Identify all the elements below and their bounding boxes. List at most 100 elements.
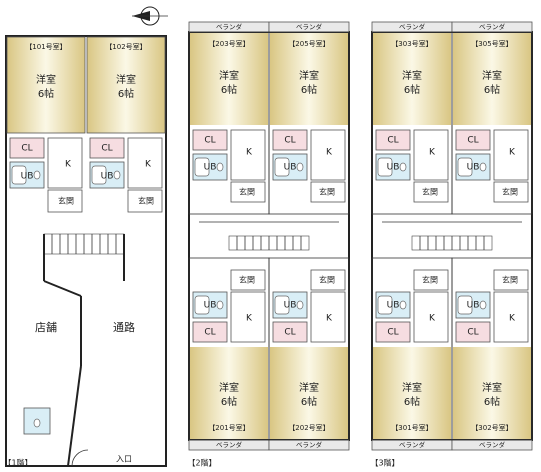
entry-label: 入口	[116, 455, 132, 464]
room-area	[453, 347, 531, 439]
bathtub	[377, 157, 393, 177]
balcony-label: ベランダ	[399, 22, 426, 31]
toilet-icon	[479, 162, 487, 172]
unit-outline	[268, 31, 350, 215]
room-size: 6帖	[484, 83, 500, 96]
bath-label: UB	[101, 172, 114, 182]
room-type: 洋室	[36, 73, 56, 86]
closet	[375, 321, 411, 343]
bathtub	[194, 157, 210, 177]
room-area	[270, 347, 348, 439]
entrance	[413, 269, 449, 291]
room-type: 洋室	[482, 69, 502, 82]
toilet-icon	[216, 300, 224, 310]
closet-label: CL	[387, 328, 398, 338]
door-swing	[71, 449, 89, 467]
entrance	[493, 181, 529, 203]
entrance	[310, 181, 346, 203]
floor-label: 【3階】	[370, 458, 399, 468]
toilet-icon	[479, 300, 487, 310]
room-number: 【203号室】	[208, 39, 249, 48]
room-type: 洋室	[402, 381, 422, 394]
balcony-label: ベランダ	[399, 440, 426, 449]
closet	[192, 321, 228, 343]
room-type: 洋室	[219, 69, 239, 82]
passage-label: 通路	[113, 321, 135, 334]
room-size: 6帖	[38, 87, 54, 100]
room-area	[190, 33, 268, 125]
room-area	[86, 36, 166, 134]
room-size: 6帖	[404, 395, 420, 408]
bathtub	[274, 157, 290, 177]
bathtub	[194, 295, 210, 315]
room-number: 【305号室】	[471, 39, 512, 48]
room-number: 【301号室】	[391, 423, 432, 432]
room-number: 【102号室】	[105, 42, 146, 51]
balcony-label: ベランダ	[296, 22, 323, 31]
bathtub	[377, 295, 393, 315]
room-area	[453, 33, 531, 125]
shop-wall	[67, 365, 82, 467]
room-size: 6帖	[221, 83, 237, 96]
kitchen-label: K	[246, 148, 253, 158]
room-area	[190, 347, 268, 439]
room-size: 6帖	[404, 83, 420, 96]
closet	[272, 321, 308, 343]
room-size: 6帖	[301, 83, 317, 96]
shop-wall	[43, 280, 82, 297]
kitchen-label: K	[509, 148, 516, 158]
room-type: 洋室	[402, 69, 422, 82]
closet	[89, 137, 125, 159]
balcony-label: ベランダ	[216, 22, 243, 31]
room-number: 【205号室】	[288, 39, 329, 48]
room-type: 洋室	[299, 69, 319, 82]
toilet-icon	[296, 300, 304, 310]
balcony-label: ベランダ	[216, 440, 243, 449]
closet-label: CL	[387, 136, 398, 146]
room-number: 【303号室】	[391, 39, 432, 48]
entrance-label: 玄関	[319, 187, 335, 197]
unit-outline	[451, 31, 533, 215]
floor-1-label: 【1階】	[3, 458, 32, 468]
room-area	[373, 33, 451, 125]
closet	[192, 129, 228, 151]
kitchen	[310, 129, 346, 181]
room-area	[6, 36, 86, 134]
room-number: 【202号室】	[288, 423, 329, 432]
closet	[9, 137, 45, 159]
bathtub	[274, 295, 290, 315]
entrance-label: 玄関	[319, 275, 335, 285]
entrance-label: 玄関	[239, 275, 255, 285]
bath-label: UB	[204, 301, 217, 311]
kitchen-label: K	[65, 160, 72, 170]
closet-label: CL	[467, 136, 478, 146]
room-number: 【201号室】	[208, 423, 249, 432]
entrance-label: 玄関	[422, 275, 438, 285]
shop-label: 店舗	[35, 320, 57, 334]
toilet-icon	[399, 162, 407, 172]
entrance-label: 玄関	[502, 275, 518, 285]
bath-label: UB	[467, 301, 480, 311]
bath-label: UB	[387, 163, 400, 173]
bathtub	[11, 165, 27, 185]
bath-label: UB	[204, 163, 217, 173]
kitchen-label: K	[509, 314, 516, 324]
bath-label: UB	[284, 301, 297, 311]
closet-label: CL	[204, 136, 215, 146]
toilet-icon	[296, 162, 304, 172]
room-area	[373, 347, 451, 439]
room-size: 6帖	[484, 395, 500, 408]
kitchen	[413, 129, 449, 181]
kitchen	[493, 291, 529, 343]
bath-label: UB	[387, 301, 400, 311]
toilet-icon	[33, 170, 41, 180]
kitchen-label: K	[326, 314, 333, 324]
kitchen	[127, 137, 163, 189]
kitchen	[230, 129, 266, 181]
closet	[455, 129, 491, 151]
closet-label: CL	[21, 144, 32, 154]
closet-label: CL	[284, 328, 295, 338]
room-size: 6帖	[221, 395, 237, 408]
room-type: 洋室	[299, 381, 319, 394]
kitchen-label: K	[429, 148, 436, 158]
